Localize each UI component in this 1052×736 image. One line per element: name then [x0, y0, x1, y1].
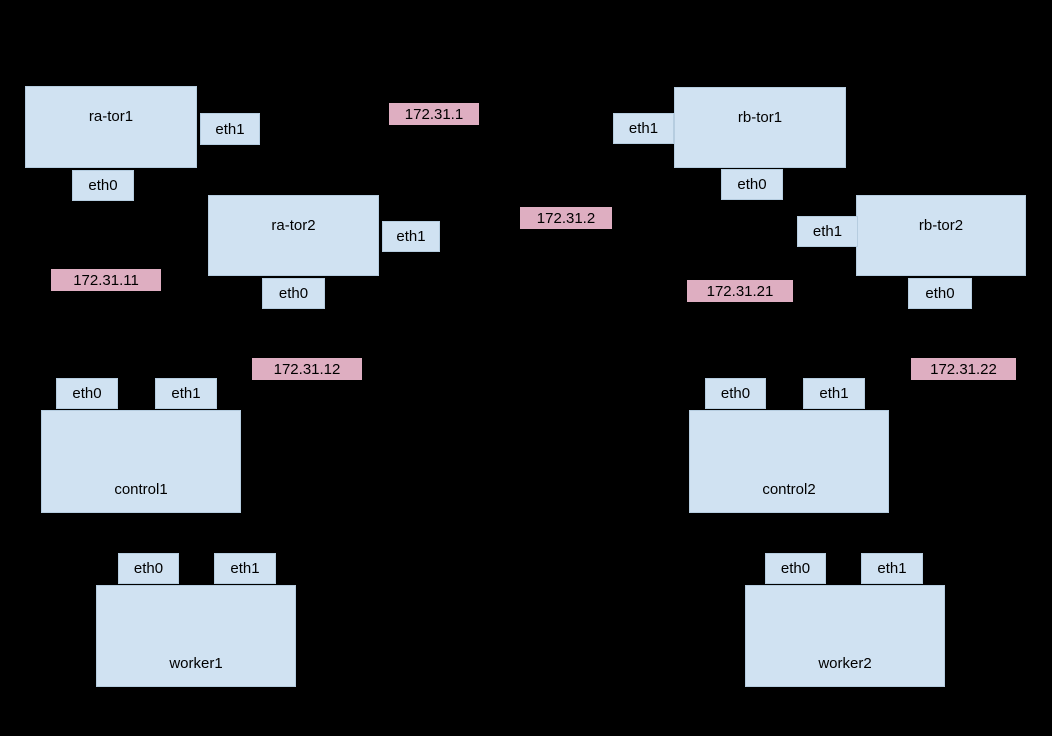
network-label-text-net-172-31-12: 172.31.12 — [273, 360, 341, 378]
node-label-rb-tor2: rb-tor2 — [918, 217, 964, 234]
port-ra-tor2-eth1[interactable]: eth1 — [382, 221, 440, 252]
port-ra-tor2-eth0[interactable]: eth0 — [262, 278, 325, 309]
network-label-text-net-172-31-2: 172.31.2 — [536, 209, 596, 227]
port-label-rb-tor2-eth0: eth0 — [925, 285, 955, 302]
port-rb-tor1-eth1[interactable]: eth1 — [613, 113, 674, 144]
network-label-text-net-172-31-1: 172.31.1 — [404, 105, 464, 123]
port-label-control1-eth1: eth1 — [171, 385, 201, 402]
node-worker1[interactable]: worker1 — [96, 585, 296, 687]
node-rb-tor2[interactable]: rb-tor2 — [856, 195, 1026, 276]
node-label-worker1: worker1 — [169, 654, 223, 672]
port-label-control2-eth1: eth1 — [819, 385, 849, 402]
node-label-control1: control1 — [114, 480, 168, 498]
port-control1-eth1[interactable]: eth1 — [155, 378, 217, 409]
port-rb-tor1-eth0[interactable]: eth0 — [721, 169, 783, 200]
port-ra-tor1-eth0[interactable]: eth0 — [72, 170, 134, 201]
network-label-net-172-31-2[interactable]: 172.31.2 — [520, 207, 612, 229]
network-label-net-172-31-21[interactable]: 172.31.21 — [687, 280, 793, 302]
port-worker1-eth0[interactable]: eth0 — [118, 553, 179, 584]
port-worker1-eth1[interactable]: eth1 — [214, 553, 276, 584]
port-label-ra-tor2-eth1: eth1 — [396, 228, 426, 245]
network-label-net-172-31-12[interactable]: 172.31.12 — [252, 358, 362, 380]
node-label-ra-tor1: ra-tor1 — [88, 108, 134, 125]
network-label-text-net-172-31-11: 172.31.11 — [73, 271, 139, 289]
port-worker2-eth0[interactable]: eth0 — [765, 553, 826, 584]
network-label-text-net-172-31-21: 172.31.21 — [706, 282, 774, 300]
node-worker2[interactable]: worker2 — [745, 585, 945, 687]
port-rb-tor2-eth1[interactable]: eth1 — [797, 216, 858, 247]
node-label-worker2: worker2 — [818, 654, 872, 672]
node-control1[interactable]: control1 — [41, 410, 241, 513]
port-ra-tor1-eth1[interactable]: eth1 — [200, 113, 260, 145]
node-ra-tor2[interactable]: ra-tor2 — [208, 195, 379, 276]
node-label-control2: control2 — [762, 480, 816, 498]
port-label-rb-tor2-eth1: eth1 — [812, 223, 843, 240]
port-label-rb-tor1-eth1: eth1 — [628, 120, 659, 137]
port-rb-tor2-eth0[interactable]: eth0 — [908, 278, 972, 309]
port-label-control1-eth0: eth0 — [72, 385, 102, 402]
port-label-ra-tor2-eth0: eth0 — [278, 285, 309, 302]
network-label-net-172-31-1[interactable]: 172.31.1 — [389, 103, 479, 125]
port-label-ra-tor1-eth1: eth1 — [215, 120, 245, 138]
network-label-net-172-31-11[interactable]: 172.31.11 — [51, 269, 161, 291]
port-label-worker1-eth0: eth0 — [133, 560, 164, 577]
port-label-ra-tor1-eth0: eth0 — [88, 177, 118, 194]
node-ra-tor1[interactable]: ra-tor1 — [25, 86, 197, 168]
node-control2[interactable]: control2 — [689, 410, 889, 513]
node-label-ra-tor2: ra-tor2 — [271, 217, 316, 234]
port-label-worker1-eth1: eth1 — [230, 560, 260, 577]
network-label-text-net-172-31-22: 172.31.22 — [930, 360, 997, 378]
node-rb-tor1[interactable]: rb-tor1 — [674, 87, 846, 168]
port-worker2-eth1[interactable]: eth1 — [861, 553, 923, 584]
port-label-worker2-eth1: eth1 — [877, 560, 907, 577]
port-label-worker2-eth0: eth0 — [780, 560, 811, 577]
node-label-rb-tor1: rb-tor1 — [737, 109, 783, 126]
network-label-net-172-31-22[interactable]: 172.31.22 — [911, 358, 1016, 380]
port-label-rb-tor1-eth0: eth0 — [737, 176, 767, 193]
port-label-control2-eth0: eth0 — [720, 385, 751, 402]
port-control2-eth1[interactable]: eth1 — [803, 378, 865, 409]
port-control2-eth0[interactable]: eth0 — [705, 378, 766, 409]
port-control1-eth0[interactable]: eth0 — [56, 378, 118, 409]
